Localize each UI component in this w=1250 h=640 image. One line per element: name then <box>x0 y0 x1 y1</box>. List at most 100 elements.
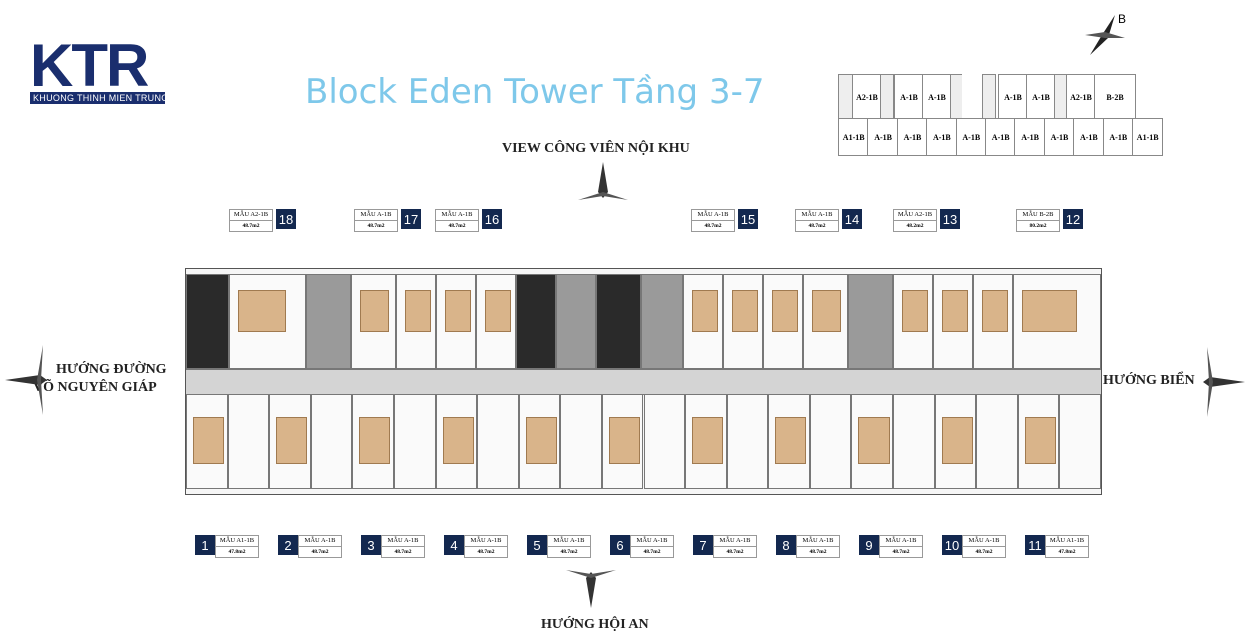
bedroom <box>238 290 287 332</box>
bedroom <box>941 417 973 464</box>
unit-info-box: MẪU A-1B 48.7m2 <box>381 535 425 558</box>
unit-type: MẪU A-1B <box>360 211 392 218</box>
bedroom <box>942 290 968 332</box>
key-plan-unit: A-1B <box>926 118 958 156</box>
apartment <box>803 274 848 369</box>
unit-number-badge: 5 <box>527 535 547 555</box>
bedroom <box>485 290 511 332</box>
unit-type: MẪU A1-1B <box>1049 537 1085 544</box>
unit-label: 9 MẪU A-1B 48.7m2 <box>859 535 923 558</box>
unit-number-badge: 16 <box>482 209 502 229</box>
key-plan-unit: A-1B <box>1026 74 1056 120</box>
apartment <box>768 394 810 489</box>
bedroom <box>858 417 890 464</box>
unit-number-badge: 12 <box>1063 209 1083 229</box>
apartment <box>436 274 476 369</box>
key-plan-unit: A1-1B <box>838 118 870 156</box>
unit-number-badge: 2 <box>278 535 298 555</box>
unit-type: MẪU A1-1B <box>219 537 255 544</box>
unit-number-badge: 18 <box>276 209 296 229</box>
apartment <box>351 274 396 369</box>
apartment <box>1017 394 1060 489</box>
apartment <box>809 394 852 489</box>
apartment <box>893 274 933 369</box>
apartment <box>186 394 228 489</box>
unit-type: MẪU A-1B <box>801 211 833 218</box>
unit-type: MẪU A-1B <box>470 537 502 544</box>
unit-area: 48.7m2 <box>796 220 838 231</box>
apartment <box>435 394 478 489</box>
apartment <box>933 274 973 369</box>
unit-number-badge: 9 <box>859 535 879 555</box>
apartment <box>229 274 306 369</box>
key-plan-unit: A-1B <box>867 118 899 156</box>
unit-type: MẪU A-1B <box>885 537 917 544</box>
page-title: Block Eden Tower Tầng 3-7 <box>305 72 765 112</box>
apartment <box>601 394 644 489</box>
arrow-down-icon <box>566 568 616 613</box>
direction-right: HƯỚNG BIỂN <box>1103 373 1195 388</box>
unit-area: 48.7m2 <box>880 546 922 557</box>
unit-type: MẪU B-2B <box>1022 211 1054 218</box>
apartment <box>934 394 977 489</box>
bedroom <box>193 417 225 464</box>
bedroom <box>1022 290 1077 332</box>
unit-info-box: MẪU A-1B 48.7m2 <box>879 535 923 558</box>
direction-left-line1: HƯỚNG ĐƯỜNG <box>56 362 167 377</box>
logo-text: KTR <box>30 32 149 99</box>
unit-type: MẪU A-1B <box>553 537 585 544</box>
key-plan-unit: A-1B <box>1073 118 1105 156</box>
unit-area: 48.7m2 <box>355 220 397 231</box>
apartment <box>643 394 686 489</box>
compass-label: B <box>1118 12 1127 26</box>
unit-area: 48.7m2 <box>797 546 839 557</box>
key-plan-unit: A-1B <box>922 74 952 120</box>
bedroom <box>445 290 471 332</box>
apartment <box>723 274 763 369</box>
bedroom <box>1024 417 1056 464</box>
bedroom <box>812 290 841 332</box>
unit-type: MẪU A-1B <box>304 537 336 544</box>
bedroom <box>772 290 798 332</box>
unit-area: 48.7m2 <box>382 546 424 557</box>
apartment <box>352 394 394 489</box>
arrow-left-icon <box>5 345 50 420</box>
key-plan-core <box>880 74 894 120</box>
bedroom <box>525 417 557 464</box>
unit-number-badge: 8 <box>776 535 796 555</box>
bedroom <box>608 417 641 464</box>
unit-type: MẪU A-1B <box>697 211 729 218</box>
logo-subtitle: KHUONG THINH MIEN TRUNG <box>30 92 168 104</box>
apartment <box>683 274 723 369</box>
key-plan-unit: A2-1B <box>1066 74 1096 120</box>
unit-number-badge: 6 <box>610 535 630 555</box>
unit-info-box: MẪU A-1B 48.7m2 <box>354 209 398 232</box>
key-plan-unit: A-1B <box>896 118 929 156</box>
apartment <box>393 394 436 489</box>
key-plan-unit: A-1B <box>1043 118 1076 156</box>
stairwell <box>848 274 893 369</box>
key-plan-unit: A1-1B <box>1132 118 1164 156</box>
bedroom <box>732 290 758 332</box>
unit-type: MẪU A-1B <box>387 537 419 544</box>
key-plan-unit: A-1B <box>955 118 987 156</box>
bedroom <box>775 417 807 464</box>
stairwell <box>306 274 351 369</box>
unit-area: 48.7m2 <box>714 546 756 557</box>
